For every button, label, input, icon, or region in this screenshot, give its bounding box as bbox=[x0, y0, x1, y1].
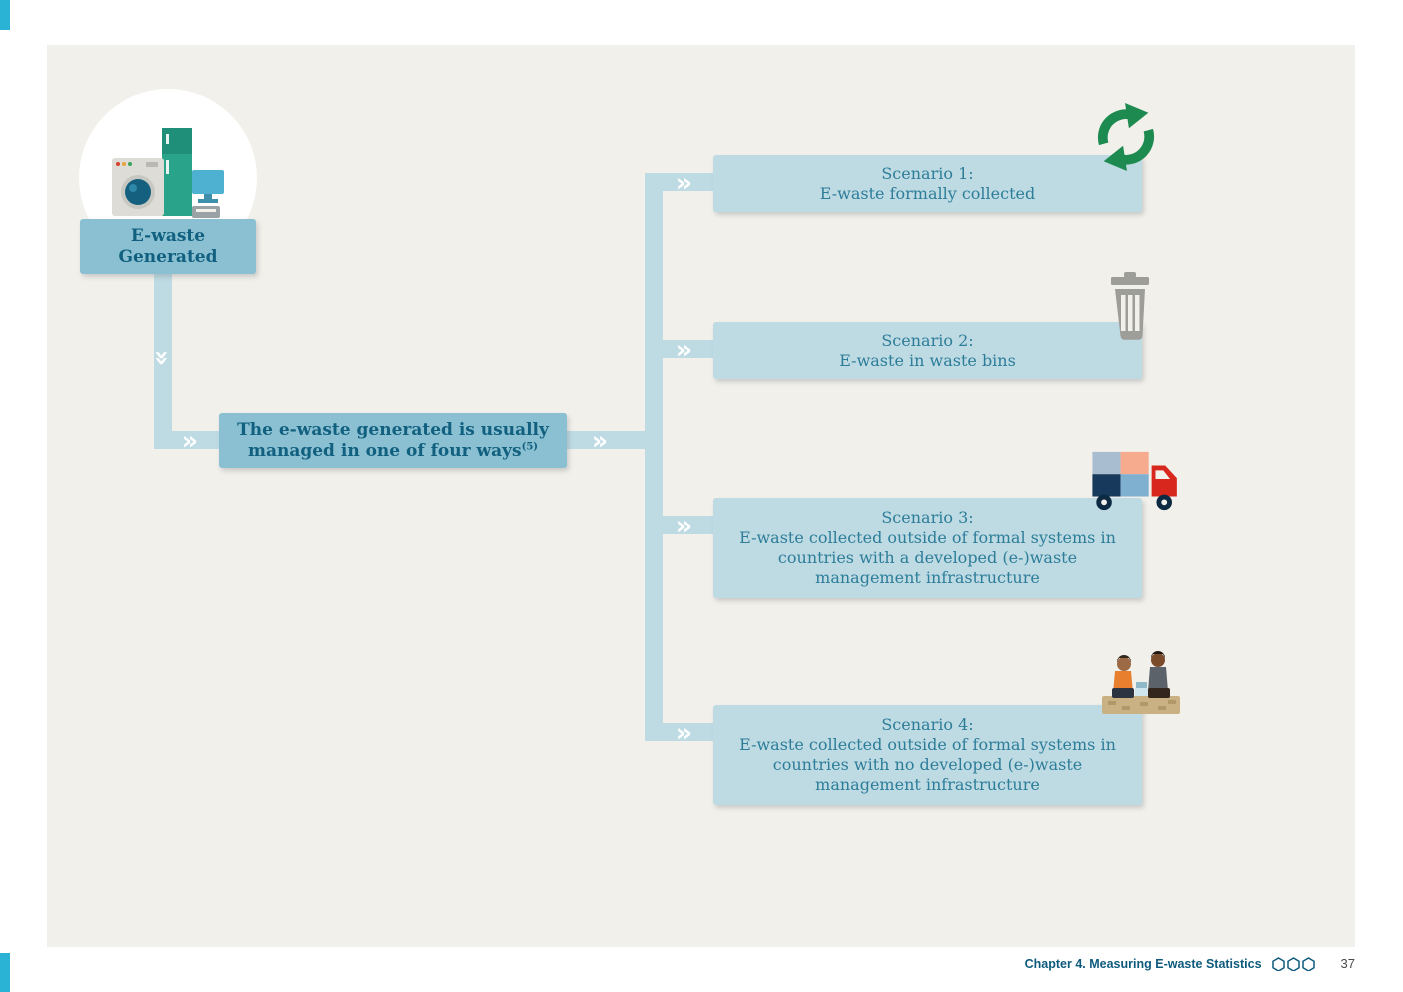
scenario-2-title: Scenario 2: bbox=[881, 330, 974, 350]
connector-trunk bbox=[645, 173, 663, 741]
appliances-icon bbox=[112, 128, 224, 218]
hexagon-icon bbox=[1271, 956, 1285, 971]
chevron-right-icon: » bbox=[181, 425, 199, 455]
page-edge-accent-bottom bbox=[0, 953, 10, 992]
scenario-1-title: Scenario 1: bbox=[881, 163, 974, 183]
scenario-1-description: E-waste formally collected bbox=[819, 183, 1036, 203]
connector-branch-3 bbox=[650, 516, 713, 534]
chapter-label: Chapter 4. Measuring E-waste Statistics bbox=[1024, 956, 1262, 971]
scenario-1-box: Scenario 1: E-waste formally collected bbox=[713, 155, 1142, 212]
scenario-4-description: E-waste collected outside of formal syst… bbox=[739, 735, 1116, 794]
scenario-3-description: E-waste collected outside of formal syst… bbox=[739, 528, 1116, 587]
ewaste-generated-box: E-waste Generated bbox=[80, 219, 256, 274]
chevron-down-icon: » bbox=[148, 349, 178, 367]
page-number: 37 bbox=[1340, 956, 1355, 971]
scenario-4-box: Scenario 4: E-waste collected outside of… bbox=[713, 705, 1142, 805]
managed-box-footnote: (5) bbox=[521, 440, 539, 452]
connector-branch-2 bbox=[650, 340, 713, 358]
page-edge-accent-top bbox=[0, 0, 10, 30]
page-footer: Chapter 4. Measuring E-waste Statistics … bbox=[1025, 956, 1355, 971]
scenario-2-box: Scenario 2: E-waste in waste bins bbox=[713, 322, 1142, 379]
connector-managed-to-trunk bbox=[566, 431, 646, 449]
chevron-right-icon: » bbox=[675, 167, 693, 197]
chevron-right-icon: » bbox=[591, 425, 609, 455]
scenario-2-description: E-waste in waste bins bbox=[839, 350, 1016, 370]
chevron-right-icon: » bbox=[675, 717, 693, 747]
chevron-right-icon: » bbox=[675, 334, 693, 364]
hexagon-icon bbox=[1301, 956, 1315, 971]
scenario-3-box: Scenario 3: E-waste collected outside of… bbox=[713, 498, 1142, 598]
connector-branch-4 bbox=[650, 723, 713, 741]
managed-box: The e-waste generated is usually managed… bbox=[219, 413, 567, 468]
connector-branch-1 bbox=[650, 173, 713, 191]
collection-truck-icon bbox=[1092, 451, 1177, 511]
scenario-4-title: Scenario 4: bbox=[881, 715, 974, 734]
trash-bin-icon bbox=[1111, 272, 1149, 340]
connector-source-down bbox=[154, 273, 172, 449]
managed-box-text: The e-waste generated is usually managed… bbox=[237, 419, 549, 461]
chevron-right-icon: » bbox=[675, 510, 693, 540]
scenario-3-title: Scenario 3: bbox=[881, 508, 974, 527]
informal-recycling-icon bbox=[1102, 651, 1180, 714]
managed-box-label: The e-waste generated is usually managed… bbox=[235, 420, 551, 461]
hexagon-icons bbox=[1271, 956, 1315, 971]
hexagon-icon bbox=[1286, 956, 1300, 971]
connector-to-managed bbox=[154, 431, 220, 449]
recycle-icon bbox=[1097, 103, 1155, 171]
ewaste-generated-label: E-waste Generated bbox=[118, 225, 218, 267]
